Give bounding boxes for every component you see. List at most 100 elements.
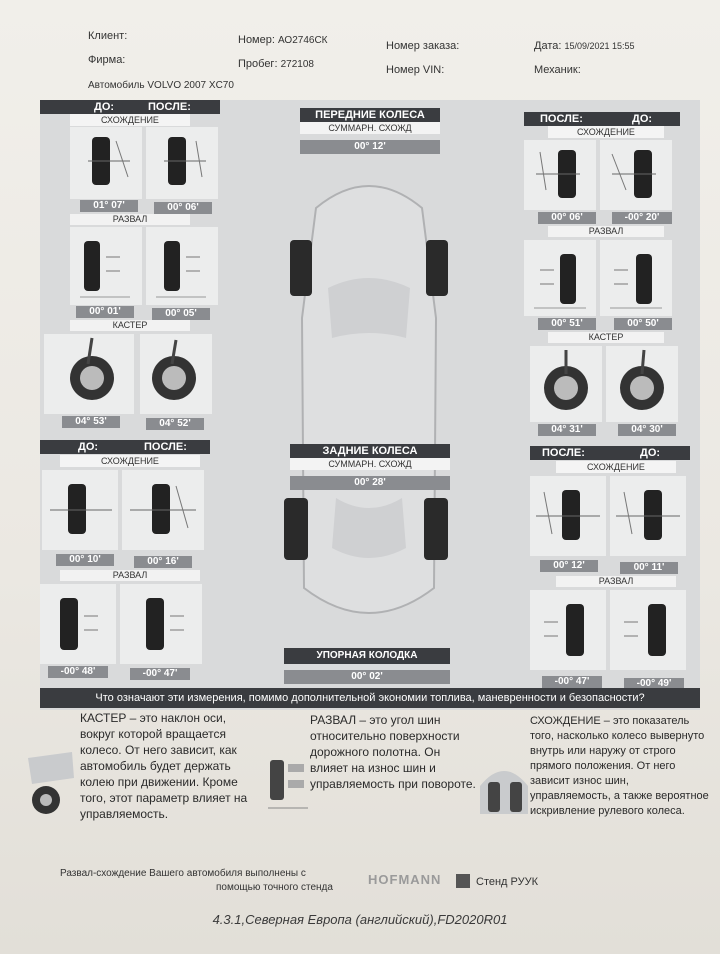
front-right-camber-label: РАЗВАЛ <box>548 226 664 237</box>
thrust-angle-value: 00° 02' <box>284 670 450 684</box>
front-right-caster-after-cell <box>530 346 602 422</box>
rear-left-toe-after-cell <box>122 470 204 550</box>
mechanic-label: Механик: <box>534 64 581 76</box>
rear-right-toe-after-cell <box>530 476 606 556</box>
rear-right-toe-before: 00° 11' <box>620 562 678 574</box>
checkmark-icon <box>456 874 470 888</box>
front-left-camber-label: РАЗВАЛ <box>70 214 190 225</box>
rear-right-toe-after: 00° 12' <box>540 560 598 572</box>
order-label: Номер заказа: <box>386 40 460 52</box>
front-left-header: ДО: ПОСЛЕ: <box>40 100 220 114</box>
front-right-camber-after-cell <box>524 240 596 316</box>
front-left-camber-after-cell <box>146 227 218 305</box>
tire-camber-icon <box>60 598 98 650</box>
front-right-camber-before: 00° 50' <box>614 318 672 330</box>
front-left-camber-after: 00° 05' <box>152 308 210 320</box>
toe-diagram-icon <box>480 771 528 814</box>
tire-toe-icon <box>130 484 196 534</box>
rear-left-camber-label: РАЗВАЛ <box>60 570 200 581</box>
front-right-camber-after: 00° 51' <box>538 318 596 330</box>
front-left-caster-after-cell <box>140 334 212 414</box>
front-right-toe-before: -00° 20' <box>612 212 672 224</box>
front-right-toe-label: СХОЖДЕНИЕ <box>548 126 664 138</box>
tire-camber-icon <box>610 254 662 309</box>
vin-label: Номер VIN: <box>386 64 445 76</box>
tire-camber-icon <box>80 241 130 298</box>
rear-left-toe-label: СХОЖДЕНИЕ <box>60 455 200 467</box>
car-field: Автомобиль VOLVO 2007 XC70 <box>88 80 234 91</box>
front-left-camber-before-cell <box>70 227 142 305</box>
tire-camber-icon <box>156 241 206 298</box>
rear-right-camber-label: РАЗВАЛ <box>556 576 676 587</box>
front-right-caster-label: КАСТЕР <box>548 332 664 343</box>
rear-right-camber-before-cell <box>610 590 686 670</box>
front-left-toe-before: 01° 07' <box>80 200 138 212</box>
date-field: Дата: 15/09/2021 15:55 <box>534 40 635 52</box>
wheel-caster-icon <box>620 349 664 410</box>
front-right-camber-before-cell <box>600 240 672 316</box>
front-left-caster-label: КАСТЕР <box>70 320 190 331</box>
rear-right-camber-before: -00° 49' <box>624 678 684 690</box>
front-left-toe-after: 00° 06' <box>154 202 212 214</box>
rear-right-toe-before-cell <box>610 476 686 556</box>
front-left-caster-before: 04° 53' <box>62 416 120 428</box>
tire-toe-icon <box>88 137 130 185</box>
front-right-toe-after: 00° 06' <box>538 212 596 224</box>
rear-total-toe-label: СУММАРН. СХОЖД <box>290 458 450 470</box>
firm-label: Фирма: <box>88 54 126 66</box>
tire-camber-icon <box>146 598 184 650</box>
rear-left-camber-before: -00° 48' <box>48 666 108 678</box>
front-left-caster-before-cell <box>44 334 134 414</box>
tire-toe-icon <box>50 484 112 534</box>
tire-toe-icon <box>536 490 600 540</box>
car-top-view-icon <box>284 185 448 614</box>
front-left-camber-before: 00° 01' <box>76 306 134 318</box>
caster-explanation: КАСТЕР – это наклон оси, вокруг которой … <box>80 711 248 821</box>
front-total-toe-value: 00° 12' <box>300 140 440 154</box>
tire-toe-icon <box>536 150 580 198</box>
front-left-caster-after: 04° 52' <box>146 418 204 430</box>
rear-left-camber-after-cell <box>120 584 202 664</box>
wheel-caster-icon <box>70 337 114 400</box>
stand-name: Стенд РУУК <box>476 876 539 888</box>
front-right-caster-before: 04° 30' <box>618 424 676 436</box>
wheel-caster-icon <box>544 350 588 410</box>
front-left-toe-label: СХОЖДЕНИЕ <box>70 114 190 126</box>
number-field: Номер: АО2746СК <box>238 34 328 46</box>
footer-line2: помощью точного стенда <box>216 882 333 893</box>
rear-left-camber-after: -00° 47' <box>130 668 190 680</box>
tire-camber-icon <box>544 604 584 656</box>
rear-right-header: ПОСЛЕ: ДО: <box>530 446 690 460</box>
rear-left-camber-before-cell <box>40 584 116 664</box>
document-code: 4.3.1,Северная Европа (английский),FD202… <box>212 912 508 927</box>
tire-toe-icon <box>611 150 656 198</box>
footer-line1: Развал-схождение Вашего автомобиля выпол… <box>60 868 306 879</box>
hofmann-logo: HOFMANN <box>368 872 442 887</box>
front-right-toe-before-cell <box>600 140 672 210</box>
tire-toe-icon <box>164 137 206 185</box>
rear-left-header: ДО: ПОСЛЕ: <box>40 440 210 454</box>
rear-wheels-title: ЗАДНИЕ КОЛЕСА <box>290 444 450 458</box>
front-right-caster-before-cell <box>606 346 678 422</box>
front-left-toe-after-cell <box>146 127 218 199</box>
camber-explanation: РАЗВАЛ – это угол шин относительно повер… <box>310 713 476 791</box>
rear-right-toe-label: СХОЖДЕНИЕ <box>556 461 676 473</box>
wheel-caster-icon <box>152 339 196 400</box>
tire-camber-icon <box>534 254 586 309</box>
front-total-toe-label: СУММАРН. СХОЖД <box>300 122 440 134</box>
rear-left-toe-after: 00° 16' <box>134 556 192 568</box>
caster-diagram-icon <box>28 752 74 814</box>
tire-camber-icon <box>624 604 666 656</box>
front-right-toe-after-cell <box>524 140 596 210</box>
thrust-angle-label: УПОРНАЯ КОЛОДКА <box>284 648 450 664</box>
mileage-field: Пробег: 272108 <box>238 58 314 70</box>
front-wheels-title: ПЕРЕДНИЕ КОЛЕСА <box>300 108 440 122</box>
front-right-caster-after: 04° 31' <box>538 424 596 436</box>
rear-total-toe-value: 00° 28' <box>290 476 450 490</box>
front-left-toe-before-cell <box>70 127 142 199</box>
rear-left-toe-before-cell <box>42 470 118 550</box>
client-label: Клиент: <box>88 30 128 42</box>
tire-toe-icon <box>616 490 680 540</box>
explanation-question: Что означают эти измерения, помимо допол… <box>40 688 700 708</box>
